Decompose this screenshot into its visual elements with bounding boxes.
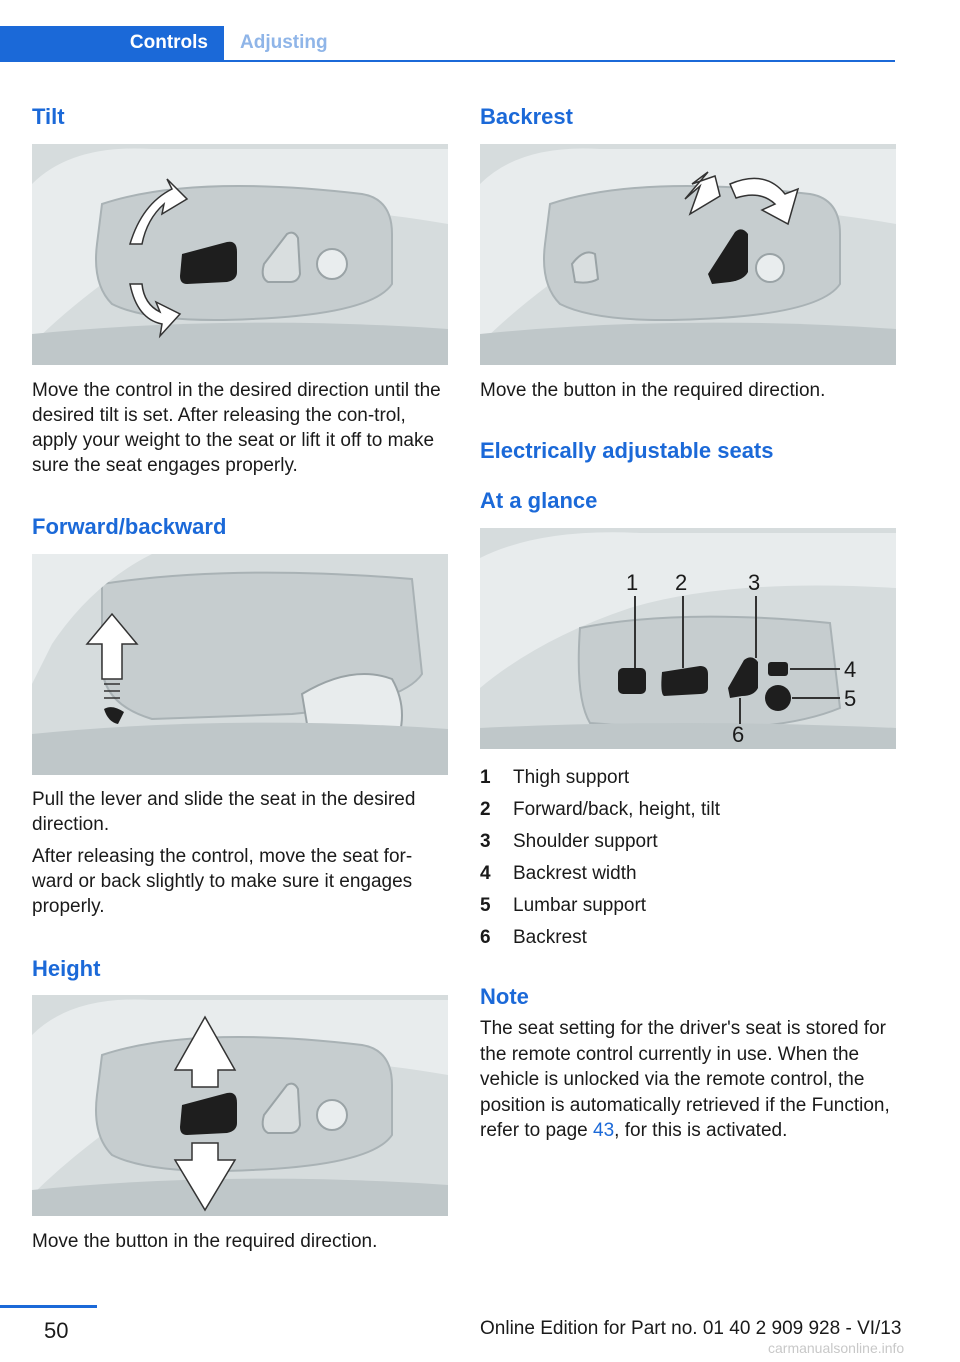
legend-number: 5 bbox=[480, 895, 491, 916]
height-description: Move the button in the required directio… bbox=[32, 1231, 378, 1252]
note-text-after: , for this is activated. bbox=[614, 1120, 788, 1141]
forward-description-1: Pull the lever and slide the seat in the… bbox=[32, 789, 416, 835]
legend-number: 2 bbox=[480, 799, 491, 820]
legend-item: 5 Lumbar support bbox=[480, 890, 896, 922]
legend-number: 6 bbox=[480, 927, 491, 948]
legend-label: Backrest width bbox=[513, 863, 637, 884]
heading-at-a-glance: At a glance bbox=[480, 488, 598, 513]
legend-number: 1 bbox=[480, 767, 491, 788]
legend-item: 6 Backrest bbox=[480, 922, 896, 954]
legend-item: 4 Backrest width bbox=[480, 858, 896, 890]
callout-4: 4 bbox=[844, 657, 856, 682]
callout-5: 5 bbox=[844, 686, 856, 711]
heading-height: Height bbox=[32, 956, 101, 981]
callout-1: 1 bbox=[626, 570, 638, 595]
legend-label: Shoulder support bbox=[513, 831, 658, 852]
legend-item: 1 Thigh support bbox=[480, 762, 896, 794]
page-link[interactable]: 43 bbox=[593, 1120, 615, 1141]
tab-controls[interactable]: Controls bbox=[0, 26, 224, 62]
backrest-description: Move the button in the required directio… bbox=[480, 380, 826, 401]
legend-label: Thigh support bbox=[513, 767, 630, 788]
controls-legend: 1 Thigh support 2 Forward/back, height, ti… bbox=[480, 762, 896, 954]
forward-description-2: After releasing the control, move the se… bbox=[32, 846, 413, 917]
note-text: The seat setting for the driver's seat i… bbox=[480, 1016, 900, 1144]
legend-number: 3 bbox=[480, 831, 491, 852]
legend-number: 4 bbox=[480, 863, 491, 884]
legend-label: Backrest bbox=[513, 927, 587, 948]
header-tabs: Controls Adjusting bbox=[0, 0, 895, 62]
page-number: 50 bbox=[44, 1318, 69, 1343]
callout-6: 6 bbox=[732, 722, 744, 747]
figure-tilt bbox=[32, 144, 448, 365]
figure-seat-controls: 1 2 3 4 5 6 bbox=[480, 528, 896, 749]
callout-3: 3 bbox=[748, 570, 760, 595]
heading-backrest: Backrest bbox=[480, 104, 573, 129]
heading-tilt: Tilt bbox=[32, 104, 65, 129]
figure-forward-backward bbox=[32, 554, 448, 775]
header-rule bbox=[224, 60, 895, 62]
figure-backrest bbox=[480, 144, 896, 365]
legend-label: Lumbar support bbox=[513, 895, 647, 916]
callout-2: 2 bbox=[675, 570, 687, 595]
heading-forward-backward: Forward/backward bbox=[32, 514, 227, 539]
legend-item: 3 Shoulder support bbox=[480, 826, 896, 858]
note-text-before: The seat setting for the driver's seat i… bbox=[480, 1018, 890, 1141]
legend-item: 2 Forward/back, height, tilt bbox=[480, 794, 896, 826]
watermark: carmanualsonline.info bbox=[768, 1340, 905, 1356]
page-number-rule bbox=[0, 1305, 97, 1308]
tilt-description: Move the control in the desired directio… bbox=[32, 380, 441, 476]
legend-label: Forward/back, height, tilt bbox=[513, 799, 720, 820]
figure-height bbox=[32, 995, 448, 1216]
heading-note: Note bbox=[480, 984, 529, 1009]
edition-footer: Online Edition for Part no. 01 40 2 909 … bbox=[480, 1318, 902, 1339]
heading-electric-seats: Electrically adjustable seats bbox=[480, 438, 774, 463]
tab-adjusting[interactable]: Adjusting bbox=[240, 32, 328, 53]
